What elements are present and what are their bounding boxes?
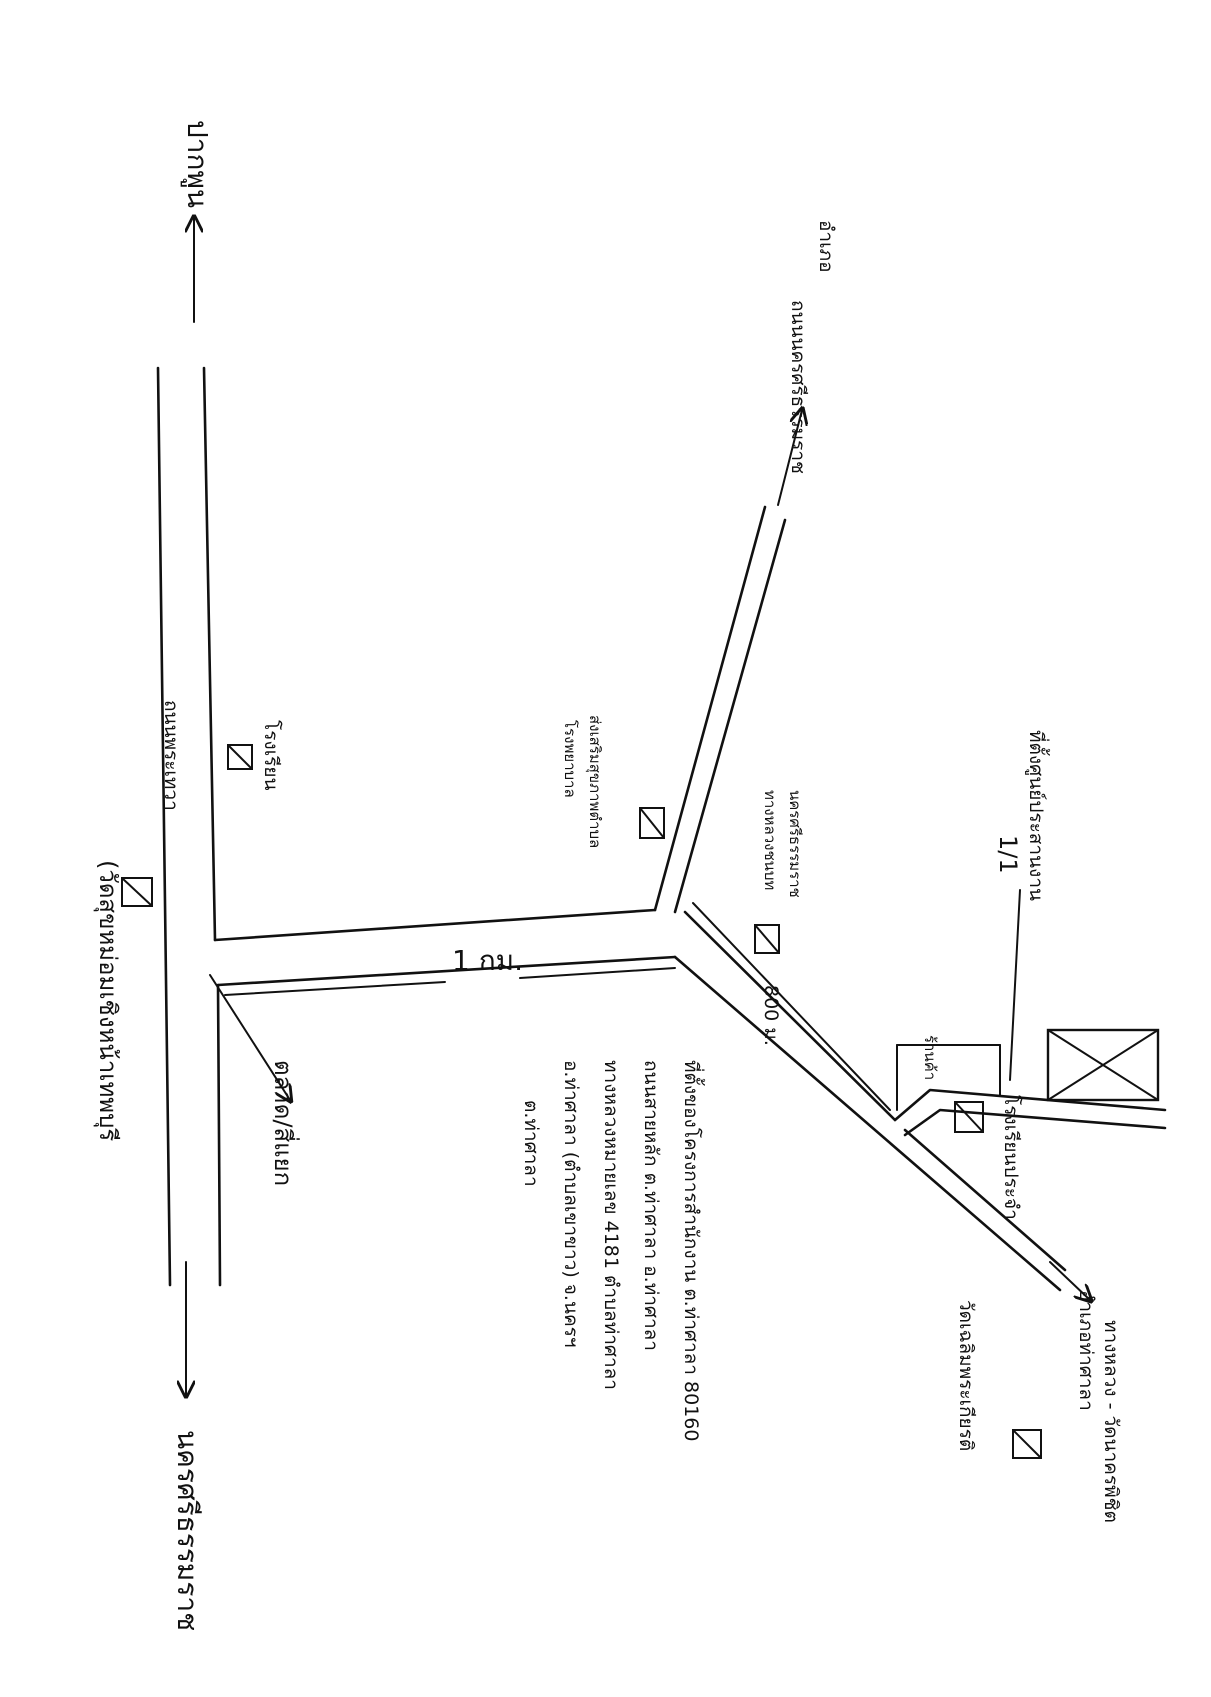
left-temple-label: (วัดสุขหม่อมเชิงหน้าเทพบุรี	[93, 860, 122, 1141]
mid-right-label-2: นครศรีธรรมราช	[786, 790, 804, 898]
upper-branch-left	[653, 505, 767, 912]
side-lane-bottom	[903, 1108, 1167, 1137]
lower-branch-outer	[903, 1128, 1067, 1272]
upper-school-label: โรงเรียน	[260, 720, 283, 791]
right-school-label: โรงเรียนประจำ	[1000, 1095, 1023, 1220]
office-building-icon	[1046, 1028, 1160, 1102]
top-left-place-label: ปากพูน	[180, 120, 214, 208]
junction-name-label: ถนนพระเทวา	[160, 700, 182, 811]
distance-2-label: 800 ม.	[760, 985, 782, 1046]
lower-branch-top	[683, 910, 897, 1122]
health-center-label-2: ส่งเสริมสุขภาพตำบล	[585, 715, 604, 848]
leader-line	[1009, 889, 1021, 1081]
branch-road-bottom	[216, 955, 677, 987]
lower-right-temple-label: วัดเฉลิมพระเกียรติ	[955, 1300, 977, 1451]
arrow-icon	[1049, 1261, 1090, 1300]
leader-line	[209, 974, 290, 1100]
main-road-right-edge-bottom	[216, 983, 222, 1287]
health-center-label-1: โรงพยาบาล	[561, 720, 579, 798]
building-icon	[121, 877, 153, 907]
left-market-label: ตลาด/สี่แยก	[269, 1060, 300, 1186]
lower-right-bottom-label: ทางหลวง - วัดนาครพิชิต	[1100, 1320, 1122, 1523]
building-icon	[227, 744, 253, 770]
building-icon	[754, 924, 780, 954]
main-road-left-edge	[156, 366, 172, 1287]
house-caption-label: ที่ตั้งศูนย์ประสานงาน	[1025, 730, 1050, 901]
lower-branch-bottom	[673, 955, 1062, 1292]
centre-note-3: ทางหลวงหมายเลข 4181 ตำบลท่าศาลา	[600, 1060, 622, 1390]
top-right-place-label: อำเภอ	[815, 220, 837, 273]
side-lane-top	[893, 1088, 1167, 1122]
building-icon	[639, 807, 665, 839]
building-icon	[1012, 1429, 1042, 1459]
dimension-line	[519, 967, 676, 979]
dimension-line	[224, 981, 446, 996]
centre-note-1: ต.ท่าศาลา	[520, 1100, 542, 1187]
lower-right-road-label: อำเภอท่าศาลา	[1075, 1290, 1097, 1411]
upper-branch-right	[673, 518, 787, 914]
upper-branch-road-label: ถนนนครศรีธรรมราช	[787, 300, 809, 474]
house-number-label: 1/1	[994, 835, 1022, 874]
building-icon	[954, 1101, 984, 1133]
centre-note-5: ที่ตั้งของโครงการสำนักงาน ต.ท่าศาลา 8016…	[680, 1060, 705, 1441]
arrow-icon	[777, 410, 802, 506]
centre-note-2: อ.ท่าศาลา (ตำบลเขาขาว) จ.นครฯ	[560, 1060, 582, 1348]
branch-road-top	[213, 908, 657, 942]
dimension-line	[692, 902, 891, 1111]
main-road-right-edge-top	[202, 366, 217, 942]
centre-note-4: ถนนสายหลัก ต.ท่าศาลา อ.ท่าศาลา	[640, 1060, 662, 1351]
distance-label: 1 กม.	[452, 944, 523, 977]
small-shop-label: ร้านค้า	[921, 1035, 939, 1080]
mid-right-label-1: ทางหลวงชนบท	[761, 790, 779, 890]
bottom-left-place-label: นครศรีธรรมราช	[171, 1430, 204, 1631]
